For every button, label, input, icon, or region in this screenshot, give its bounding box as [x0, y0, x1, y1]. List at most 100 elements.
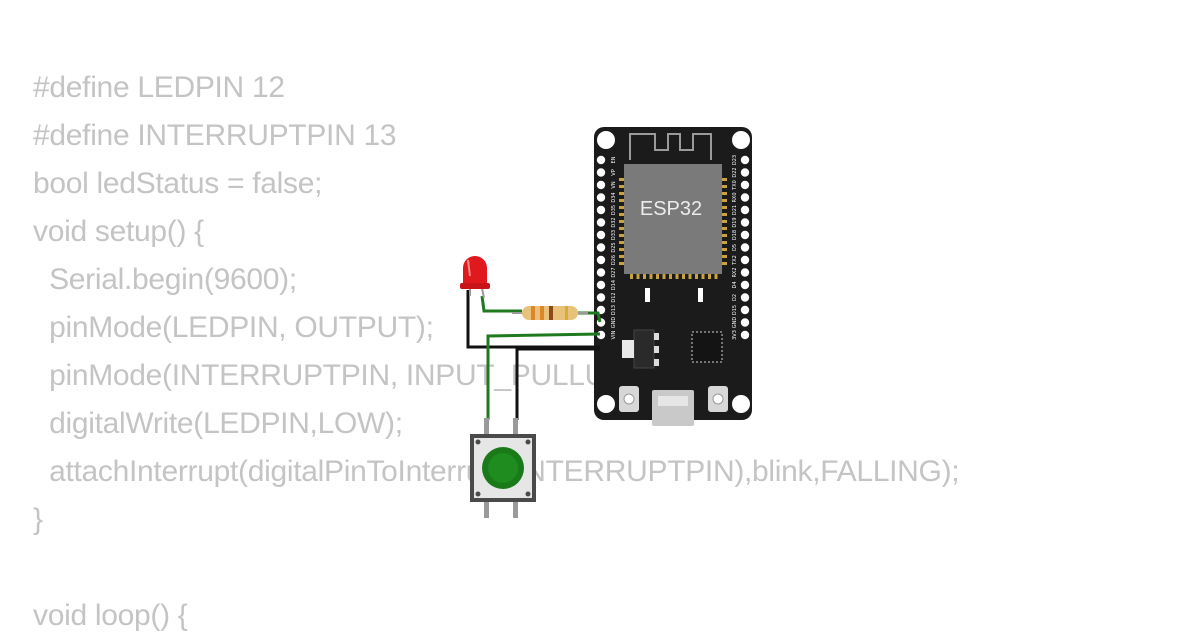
chip-pin	[721, 255, 727, 258]
header-pin[interactable]	[596, 243, 606, 252]
header-pin[interactable]	[596, 280, 606, 290]
chip-pin	[619, 220, 625, 223]
chip-pin	[721, 220, 727, 223]
right-pin-header: D23D22TX0RX0D21D19D18D5TX2RX2D4D2D15GND3…	[732, 155, 750, 340]
pin-label: D25	[611, 242, 617, 252]
chip-pin	[619, 262, 625, 265]
chip-pin	[619, 248, 625, 251]
pin-label: D32	[611, 217, 617, 227]
resistor[interactable]	[512, 306, 588, 320]
chip-pin	[721, 262, 727, 265]
chip-pin	[721, 206, 727, 209]
header-pin[interactable]	[596, 293, 606, 302]
wire-led-to-resistor	[480, 295, 522, 313]
pin-label: D4	[732, 281, 738, 288]
header-pin[interactable]	[740, 193, 750, 202]
header-pin[interactable]	[740, 318, 750, 327]
header-pin[interactable]	[596, 180, 606, 190]
pin-label: D14	[611, 280, 617, 290]
pin-label: RX2	[732, 267, 738, 277]
chip-pin	[636, 273, 640, 279]
chip-pin	[656, 273, 659, 279]
code-line: #define LEDPIN 12	[33, 71, 285, 104]
header-pin[interactable]	[740, 243, 750, 252]
push-button[interactable]	[470, 418, 536, 518]
pin-label: D15	[732, 305, 738, 315]
code-line: pinMode(LEDPIN, OUTPUT);	[33, 311, 434, 344]
header-pin[interactable]	[596, 230, 606, 240]
pin-label: D35	[611, 205, 617, 215]
header-pin[interactable]	[740, 168, 750, 177]
wire-gnd-to-button	[515, 347, 600, 420]
chip-pin	[721, 241, 727, 244]
en-button[interactable]	[708, 386, 728, 412]
header-pin[interactable]	[596, 255, 606, 265]
chip-pin	[682, 273, 685, 279]
voltage-regulator	[622, 329, 659, 369]
chip-pin	[675, 273, 679, 279]
chip-pin	[619, 227, 625, 230]
pin-label: D13	[611, 305, 617, 315]
chip-pin	[619, 185, 625, 188]
header-pin[interactable]	[740, 293, 750, 302]
pin-label: EN	[611, 156, 617, 163]
pin-label: TX2	[732, 255, 738, 266]
header-pin[interactable]	[740, 255, 750, 265]
red-led[interactable]	[460, 256, 490, 299]
pin-label: D18	[732, 230, 738, 240]
pin-label: D34	[611, 192, 617, 202]
chip-pin	[721, 213, 727, 216]
chip-pins	[619, 178, 727, 279]
pin-label: D26	[611, 255, 617, 265]
header-pin[interactable]	[740, 218, 750, 227]
code-line: void setup() {	[33, 215, 204, 248]
chip-pin	[619, 199, 625, 202]
chip-pin	[721, 234, 727, 237]
header-pin[interactable]	[740, 180, 750, 190]
chip-pin	[721, 227, 727, 230]
header-pin[interactable]	[596, 218, 606, 227]
pin-label: 3V3	[732, 330, 738, 340]
chip-pin	[701, 273, 705, 279]
chip-pin	[721, 185, 727, 188]
header-pin[interactable]	[596, 268, 606, 277]
pin-label: VP	[611, 169, 617, 175]
chip-pin	[721, 178, 727, 181]
chip-pin	[721, 248, 727, 251]
code-line: Serial.begin(9600);	[33, 263, 297, 296]
header-pin[interactable]	[596, 168, 606, 177]
pin-label: D5	[732, 244, 738, 251]
wire-d13-to-button	[486, 332, 601, 420]
chip-pin	[714, 273, 718, 279]
esp32-chip	[624, 164, 722, 274]
header-pin[interactable]	[740, 330, 750, 340]
chip-pin	[708, 273, 711, 279]
header-pin[interactable]	[740, 155, 750, 165]
pin-label: D27	[611, 267, 617, 277]
antenna-trace	[629, 133, 712, 160]
header-pin[interactable]	[596, 193, 606, 202]
pin-label: D23	[732, 155, 738, 165]
wire-led-to-gnd	[466, 290, 600, 349]
chip-pin	[695, 273, 698, 279]
boot-button[interactable]	[619, 386, 639, 412]
header-pin[interactable]	[596, 155, 606, 165]
code-line: #define INTERRUPTPIN 13	[33, 119, 397, 152]
header-pin[interactable]	[740, 205, 750, 215]
header-pin[interactable]	[740, 305, 750, 315]
pin-label: D21	[732, 205, 738, 215]
header-pin[interactable]	[740, 268, 750, 277]
header-pin[interactable]	[740, 230, 750, 240]
code-line: void loop() {	[33, 599, 188, 632]
wires	[466, 290, 602, 420]
micro-usb-port	[652, 390, 694, 426]
pin-label: VN	[611, 181, 617, 188]
chip-pin	[669, 273, 672, 279]
code-line: }	[33, 503, 43, 536]
header-pin[interactable]	[740, 280, 750, 290]
code-editor-overlay: #define LEDPIN 12 #define INTERRUPTPIN 1…	[33, 64, 960, 640]
header-pin[interactable]	[596, 205, 606, 215]
chip-pin	[721, 199, 727, 202]
